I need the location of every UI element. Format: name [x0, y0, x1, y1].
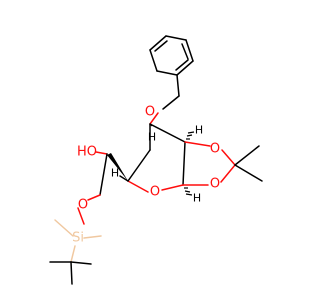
- atom-o-benzyl: O: [145, 105, 155, 120]
- bond-methyl-2: [234, 164, 263, 182]
- bond-si-c: [70, 245, 76, 263]
- bond-ch2: [176, 74, 180, 97]
- bond-ch2-o: [87, 194, 101, 201]
- bond-o-c3: [149, 112, 159, 125]
- bond: [149, 35, 167, 51]
- bond: [176, 60, 194, 76]
- bond-c-oh: [95, 151, 108, 155]
- bond: [165, 35, 187, 41]
- atom-h-c6a: H: [193, 192, 201, 205]
- bond-oring-c5: [127, 180, 149, 193]
- bond: [185, 39, 194, 62]
- atom-o-ring: O: [150, 185, 160, 200]
- bond-c3a-c6a: [182, 141, 186, 186]
- atom-h-c5: H: [111, 167, 119, 180]
- bond-si-me1: [54, 219, 74, 237]
- hash-bond-c4-h: [149, 123, 153, 127]
- bond-c3-c3a: [149, 123, 186, 143]
- atom-o-silyl: O: [78, 198, 88, 213]
- bond-si-me2: [83, 235, 102, 239]
- bond-c-ch2: [99, 153, 108, 196]
- bond-ch2-o: [162, 95, 180, 110]
- atom-o-dioxolane-upper: O: [210, 142, 220, 157]
- bond: [156, 70, 178, 76]
- bond-double: [181, 43, 189, 60]
- bond-c6a-oring: [161, 184, 184, 191]
- bond-o2-cme2: [220, 164, 236, 183]
- bond-o-cme2: [221, 149, 236, 166]
- bond-double: [175, 59, 189, 71]
- bond-tbu-3: [70, 261, 92, 265]
- atom-ho: HO: [77, 145, 97, 160]
- bond-tbu-2: [70, 261, 73, 285]
- hash-bond-c3a-h: [186, 131, 195, 140]
- structure-svg: O HO O O O O Si H H H H: [49, 35, 263, 285]
- atom-si: Si: [72, 231, 84, 246]
- bond: [149, 49, 158, 72]
- atom-h-c3a: H: [195, 124, 203, 137]
- benzene-ring: [149, 35, 194, 76]
- wedge-bond-c5-cohh: [107, 153, 128, 181]
- hash-bond-c6a-h: [184, 187, 193, 196]
- bond-c3a-o: [184, 141, 211, 147]
- bond-c5-c4: [127, 149, 151, 182]
- bond-methyl-1: [234, 145, 260, 166]
- atom-o-dioxolane-lower: O: [210, 177, 220, 192]
- bond-o-si: [77, 207, 85, 225]
- bond-c5-h: [119, 175, 129, 182]
- molecule-diagram: O HO O O O O Si H H H H: [49, 35, 263, 285]
- bond-double: [154, 40, 168, 52]
- atom-h-c4: H: [148, 131, 156, 144]
